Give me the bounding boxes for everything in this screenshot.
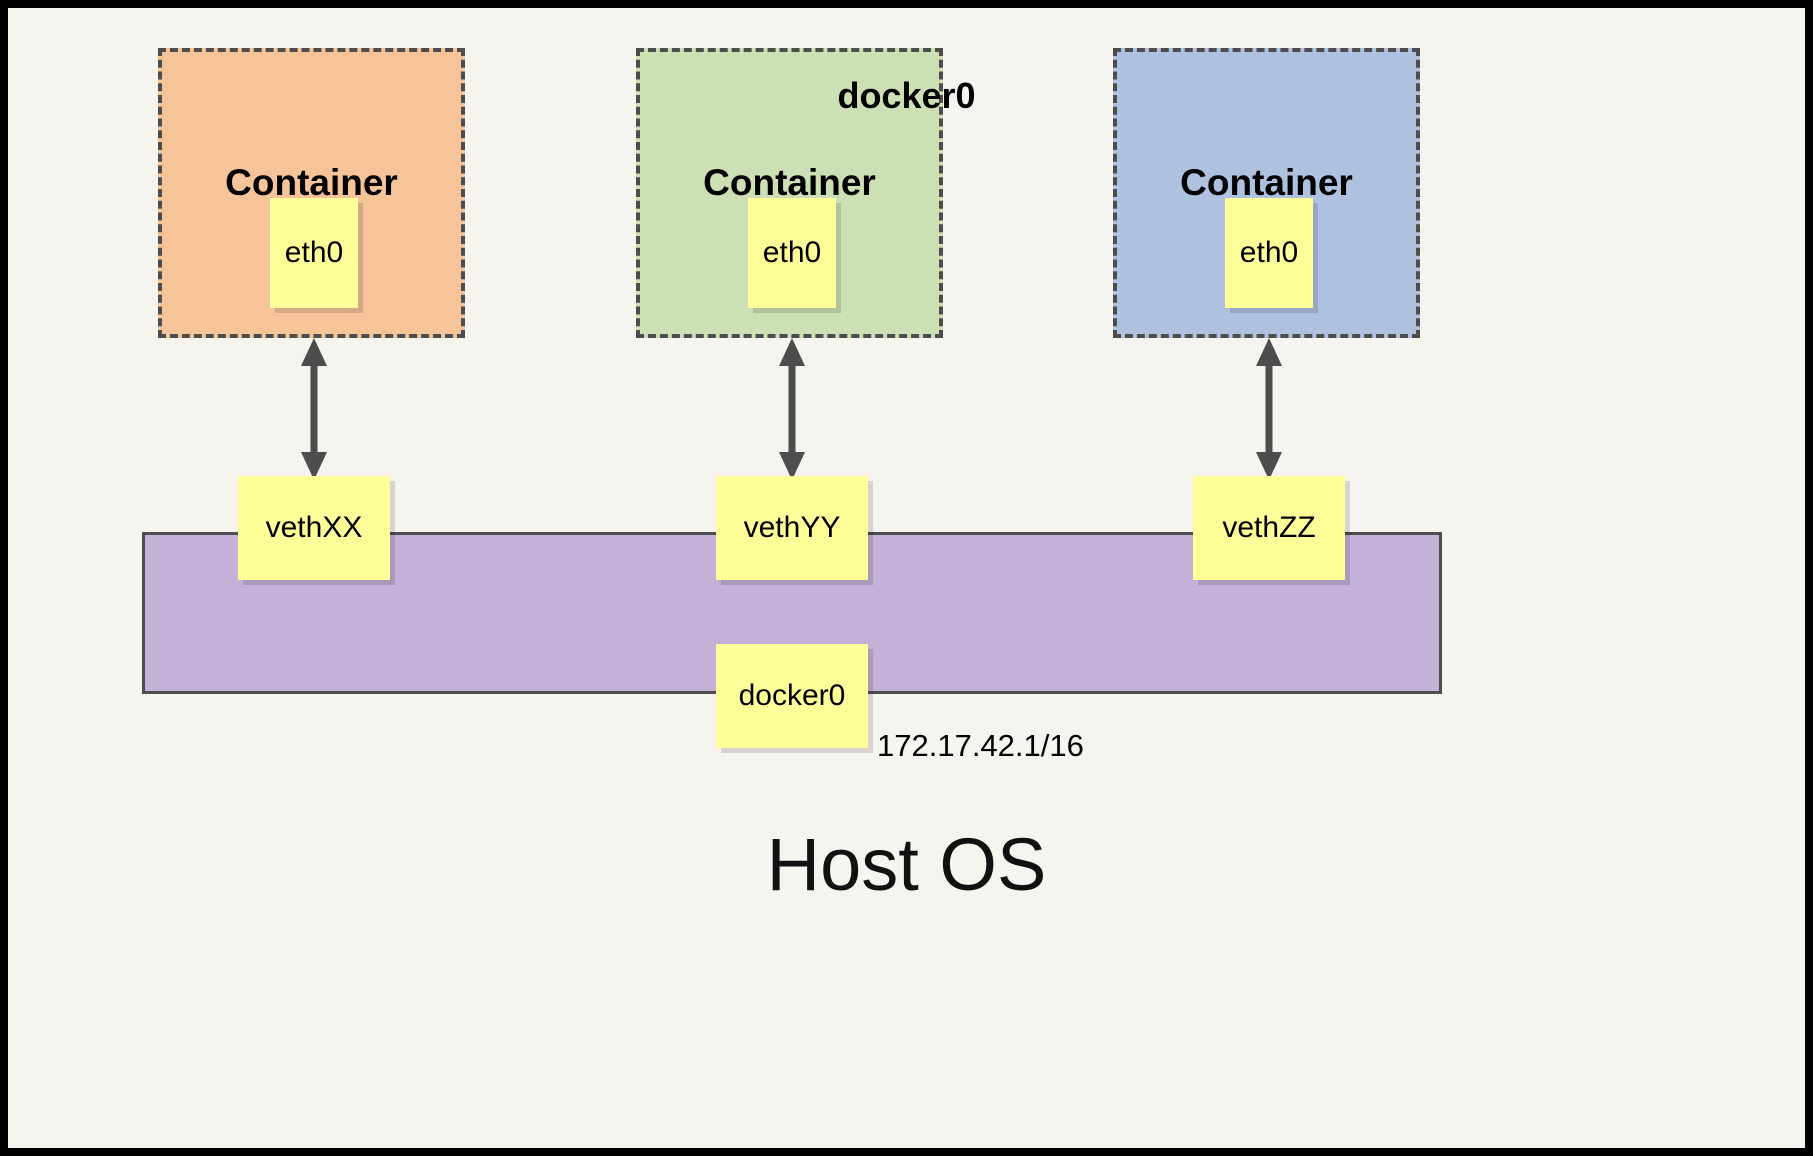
- veth-label-2: vethYY: [743, 511, 841, 544]
- veth-interface-1: vethXX: [238, 476, 390, 580]
- eth0-label-2: eth0: [762, 236, 822, 269]
- container-title-3: Container: [1180, 162, 1353, 203]
- docker0-interface-node: docker0: [716, 644, 868, 748]
- diagram-canvas: docker0 Container eth0 vethXX Container …: [8, 8, 1805, 1148]
- connection-arrow-2: [779, 338, 805, 480]
- veth-label-3: vethZZ: [1222, 511, 1316, 544]
- eth0-interface-3: eth0: [1225, 198, 1313, 308]
- connection-arrow-1: [301, 338, 327, 480]
- docker0-bridge-label: docker0: [837, 75, 976, 116]
- veth-interface-3: vethZZ: [1193, 476, 1345, 580]
- eth0-interface-2: eth0: [748, 198, 836, 308]
- eth0-label-3: eth0: [1239, 236, 1299, 269]
- docker0-ip-address: 172.17.42.1/16: [877, 728, 1084, 763]
- veth-label-1: vethXX: [265, 511, 363, 544]
- host-os-label: Host OS: [766, 823, 1047, 906]
- docker0-interface-label: docker0: [738, 679, 846, 712]
- connection-arrow-3: [1256, 338, 1282, 480]
- eth0-label-1: eth0: [284, 236, 344, 269]
- eth0-interface-1: eth0: [270, 198, 358, 308]
- veth-interface-2: vethYY: [716, 476, 868, 580]
- container-title-1: Container: [225, 162, 398, 203]
- container-title-2: Container: [703, 162, 876, 203]
